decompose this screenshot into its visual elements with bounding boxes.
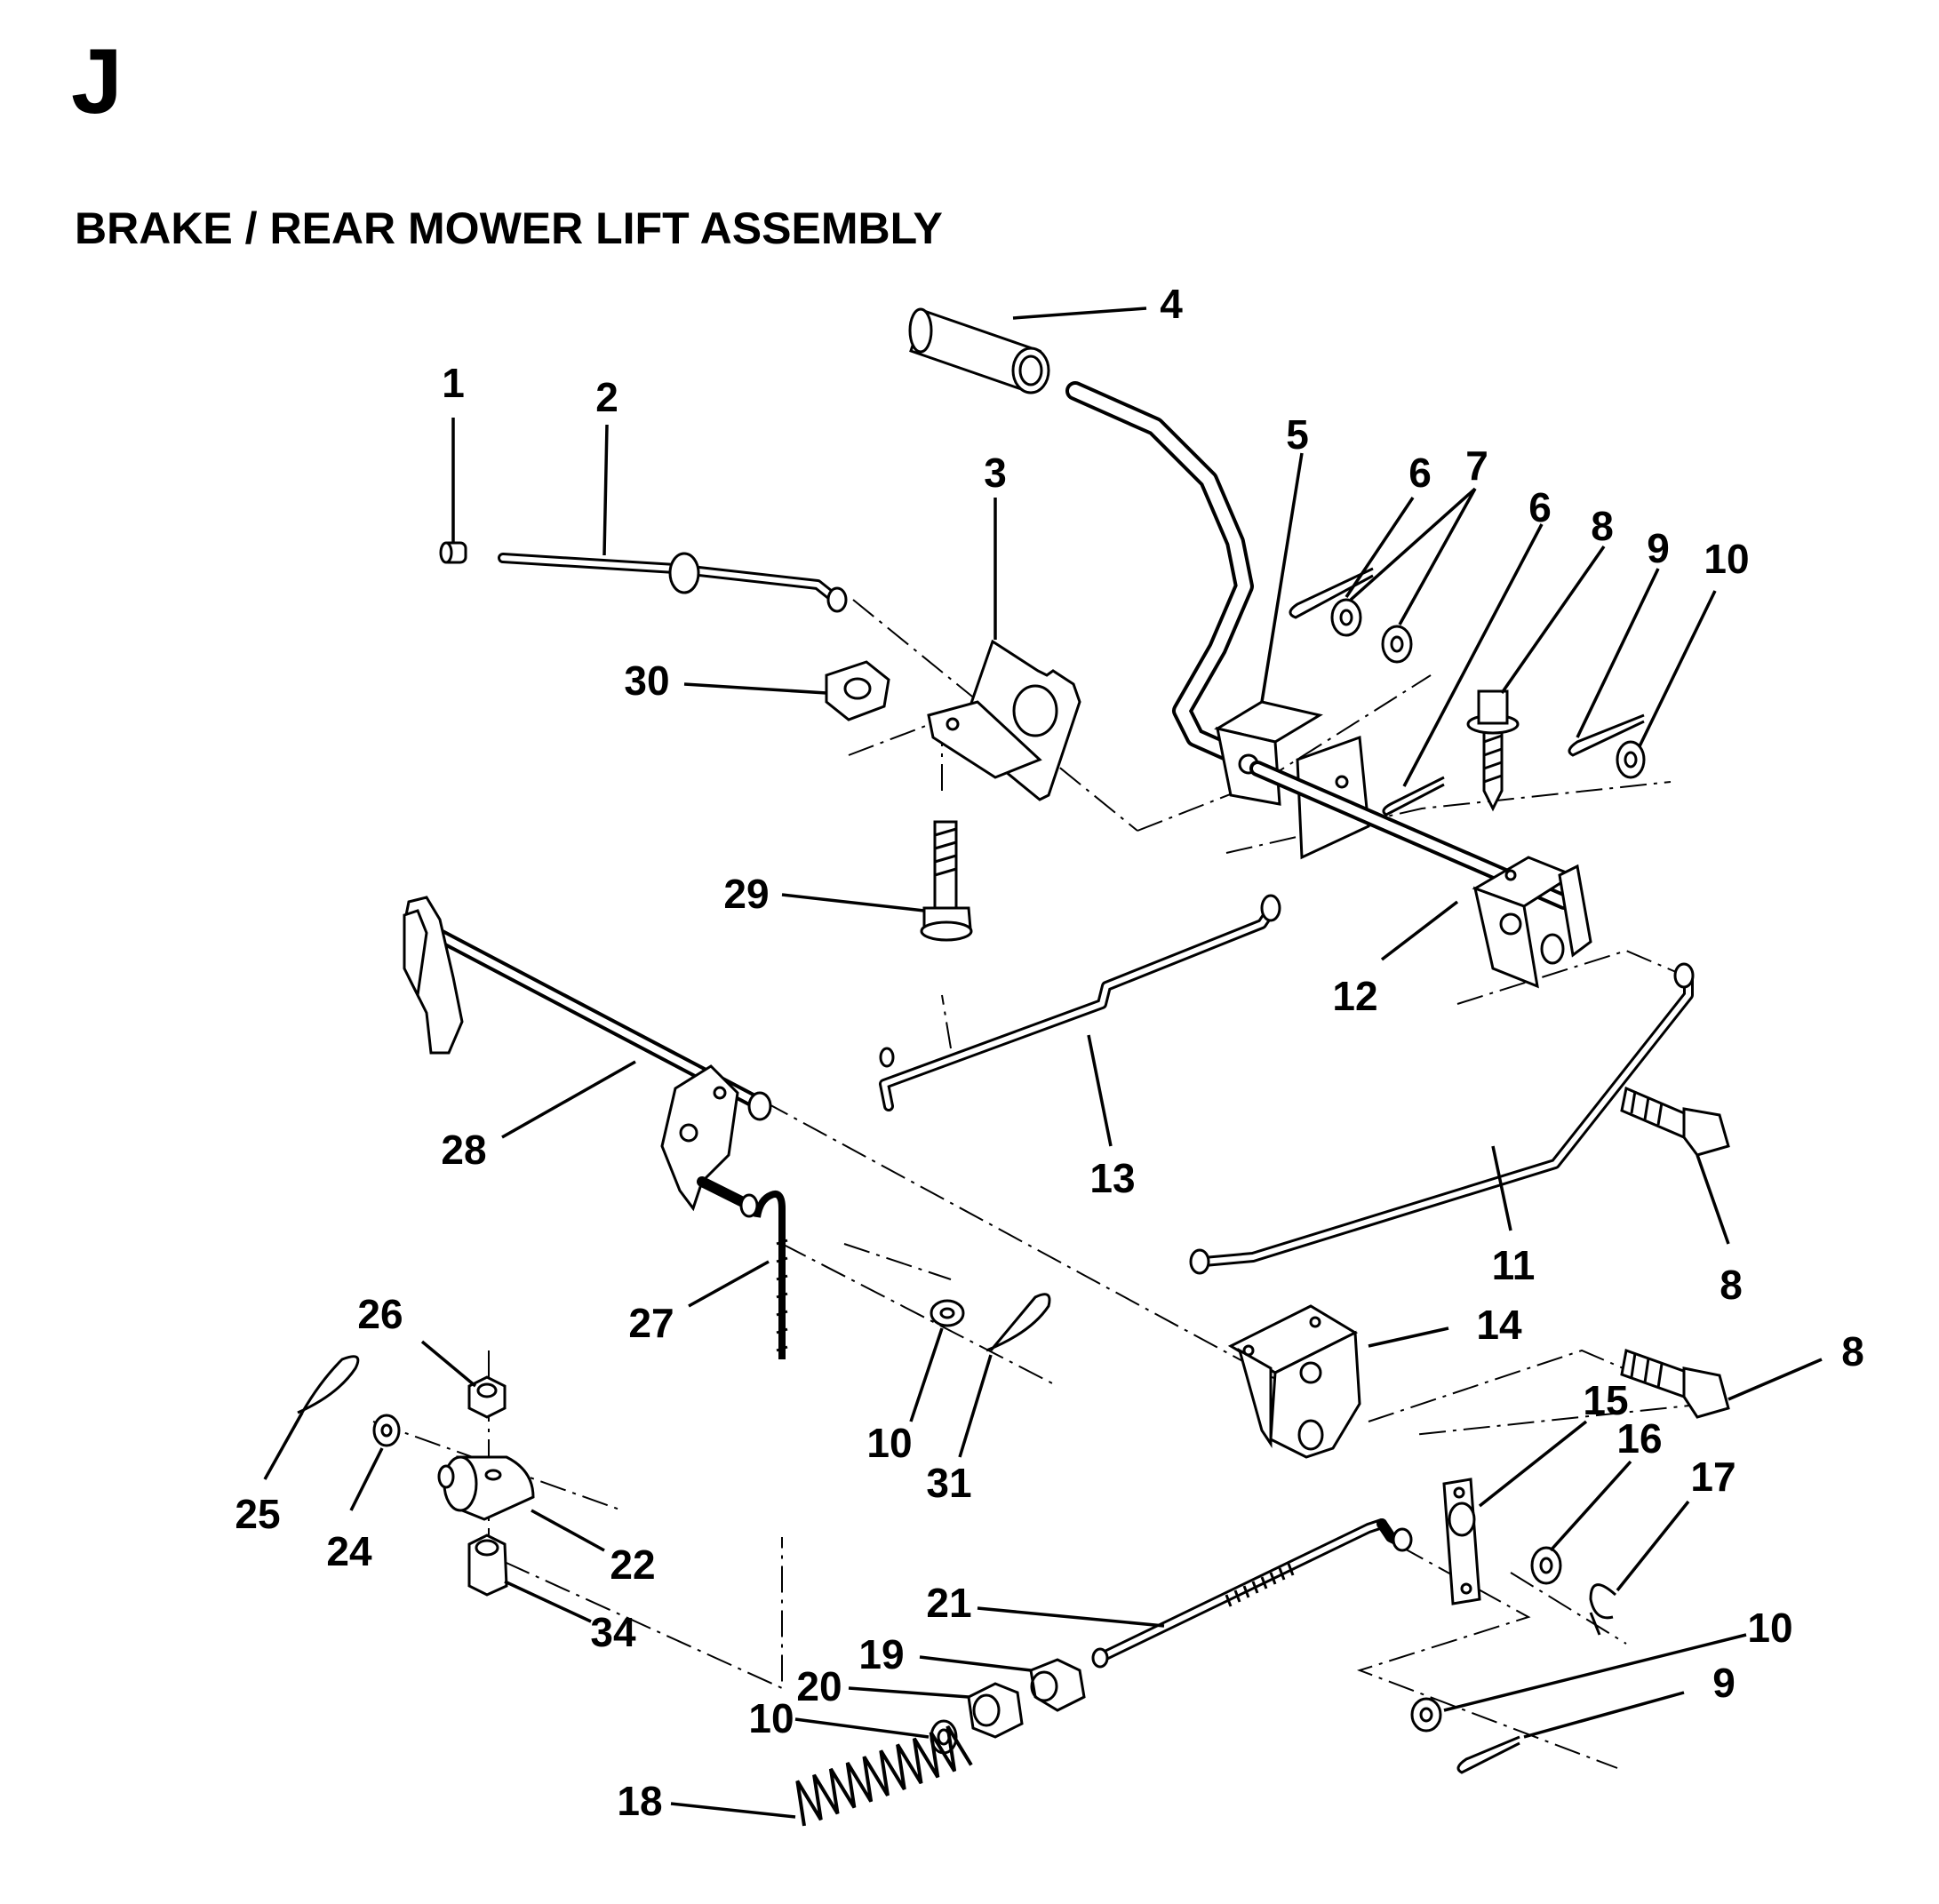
- page-title: BRAKE / REAR MOWER LIFT ASSEMBLY: [75, 203, 943, 253]
- part-10-washer-mid: [930, 1299, 965, 1327]
- part-18-spring: [795, 1725, 973, 1827]
- part-20-nut: [967, 1682, 1024, 1739]
- part-31-hair-pin: [985, 1293, 1051, 1352]
- callout-31: 31: [926, 1460, 971, 1506]
- callout-27: 27: [628, 1300, 674, 1346]
- part-10-washer: [1616, 740, 1646, 779]
- callout-4: 4: [1160, 281, 1183, 327]
- part-29-bolt: [920, 820, 973, 942]
- callout-8a: 8: [1591, 503, 1614, 549]
- part-30-nut: [825, 660, 890, 721]
- callout-10c: 10: [748, 1695, 794, 1741]
- part-2-brake-rod: [498, 552, 848, 613]
- part-7-washers: [1330, 598, 1413, 664]
- callout-18: 18: [617, 1778, 662, 1824]
- callout-10b: 10: [866, 1420, 912, 1466]
- part-19-nut: [1029, 1658, 1086, 1712]
- leader-lines: [263, 307, 1823, 1819]
- callout-8b: 8: [1720, 1262, 1743, 1308]
- part-15-link-plate: [1442, 1478, 1481, 1605]
- callout-13: 13: [1089, 1155, 1135, 1201]
- callout-24: 24: [326, 1528, 372, 1574]
- part-1-bushing: [439, 541, 467, 564]
- part-21-threaded-rod: [1091, 1518, 1413, 1669]
- part-shaft-bracket-right: [1472, 856, 1592, 989]
- callout-10a: 10: [1704, 536, 1749, 582]
- callout-19: 19: [858, 1631, 904, 1677]
- callout-1: 1: [442, 360, 465, 406]
- callout-16: 16: [1616, 1415, 1662, 1462]
- part-11-lift-rod: [1189, 962, 1695, 1275]
- part-25-hair-pin: [297, 1355, 360, 1414]
- part-17-e-clip: [1589, 1583, 1616, 1636]
- part-6-cotter-pin: [1289, 567, 1374, 619]
- part-9-cotter-br: [1456, 1735, 1520, 1774]
- callout-10d: 10: [1747, 1605, 1792, 1651]
- callout-22: 22: [610, 1542, 655, 1588]
- part-8-bolt-low: [1620, 1348, 1730, 1419]
- callout-9b: 9: [1712, 1660, 1736, 1706]
- callout-labels: 1 2 3 4 5 6 7 6 8 9 10 30 29 12 13 28 11…: [235, 281, 1863, 1824]
- part-16-washer: [1530, 1546, 1562, 1585]
- callout-15: 15: [1583, 1377, 1628, 1423]
- part-34-lock-nut: [467, 1534, 508, 1597]
- callout-6a: 6: [1408, 450, 1432, 496]
- assembly-dash-lines: [372, 599, 1710, 1769]
- part-26-nut: [467, 1375, 507, 1419]
- part-10-washer-br: [1410, 1697, 1442, 1733]
- part-28-lift-shaft: [403, 896, 772, 1218]
- callout-8c: 8: [1841, 1328, 1864, 1374]
- part-22-swivel: [437, 1455, 535, 1521]
- part-14-mounting-bracket: [1227, 1304, 1361, 1459]
- part-3-bracket: [927, 639, 1081, 801]
- callout-3: 3: [984, 450, 1007, 496]
- callout-20: 20: [796, 1663, 842, 1709]
- callout-34: 34: [590, 1609, 636, 1655]
- callout-2: 2: [595, 374, 618, 420]
- part-13-link-rod: [879, 894, 1281, 1111]
- callout-17: 17: [1690, 1454, 1736, 1500]
- part-9-cotter-pin: [1568, 713, 1645, 757]
- part-8-bolt-mid: [1620, 1086, 1730, 1157]
- callout-26: 26: [357, 1291, 403, 1337]
- callout-21: 21: [926, 1580, 971, 1626]
- part-8-bolt-vertical: [1466, 689, 1520, 812]
- part-4-handle-grip: [908, 307, 1050, 394]
- callout-12: 12: [1332, 973, 1377, 1019]
- callout-30: 30: [624, 657, 669, 704]
- callout-5: 5: [1286, 411, 1309, 458]
- part-6-cotter-pin-b: [1382, 776, 1445, 817]
- callout-14: 14: [1476, 1302, 1522, 1348]
- callout-6b: 6: [1528, 484, 1552, 530]
- part-27-eye-bolt: [754, 1191, 788, 1359]
- part-24-washer: [372, 1414, 401, 1447]
- callout-7: 7: [1465, 442, 1488, 489]
- callout-28: 28: [441, 1127, 486, 1173]
- section-letter: J: [71, 30, 123, 133]
- callout-25: 25: [235, 1491, 280, 1537]
- part-lift-lever: [1065, 381, 1254, 765]
- callout-9a: 9: [1647, 525, 1670, 571]
- callout-29: 29: [723, 871, 769, 917]
- callout-11: 11: [1492, 1242, 1536, 1288]
